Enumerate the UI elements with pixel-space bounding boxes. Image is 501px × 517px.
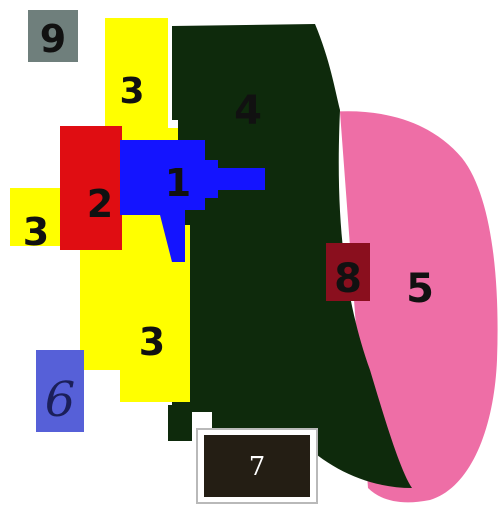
region-4-stub [168, 405, 192, 441]
label-1: 1 [165, 161, 191, 205]
label-6: 6 [45, 372, 76, 428]
label-5: 5 [406, 266, 434, 312]
label-3-top: 3 [119, 71, 144, 112]
label-2: 2 [87, 182, 113, 226]
label-3-left: 3 [23, 210, 49, 254]
label-9: 9 [40, 17, 66, 61]
label-8: 7 [249, 452, 266, 482]
label-4: 4 [234, 88, 262, 134]
label-7: 8 [334, 256, 362, 302]
label-3-bottom: 3 [139, 320, 165, 364]
